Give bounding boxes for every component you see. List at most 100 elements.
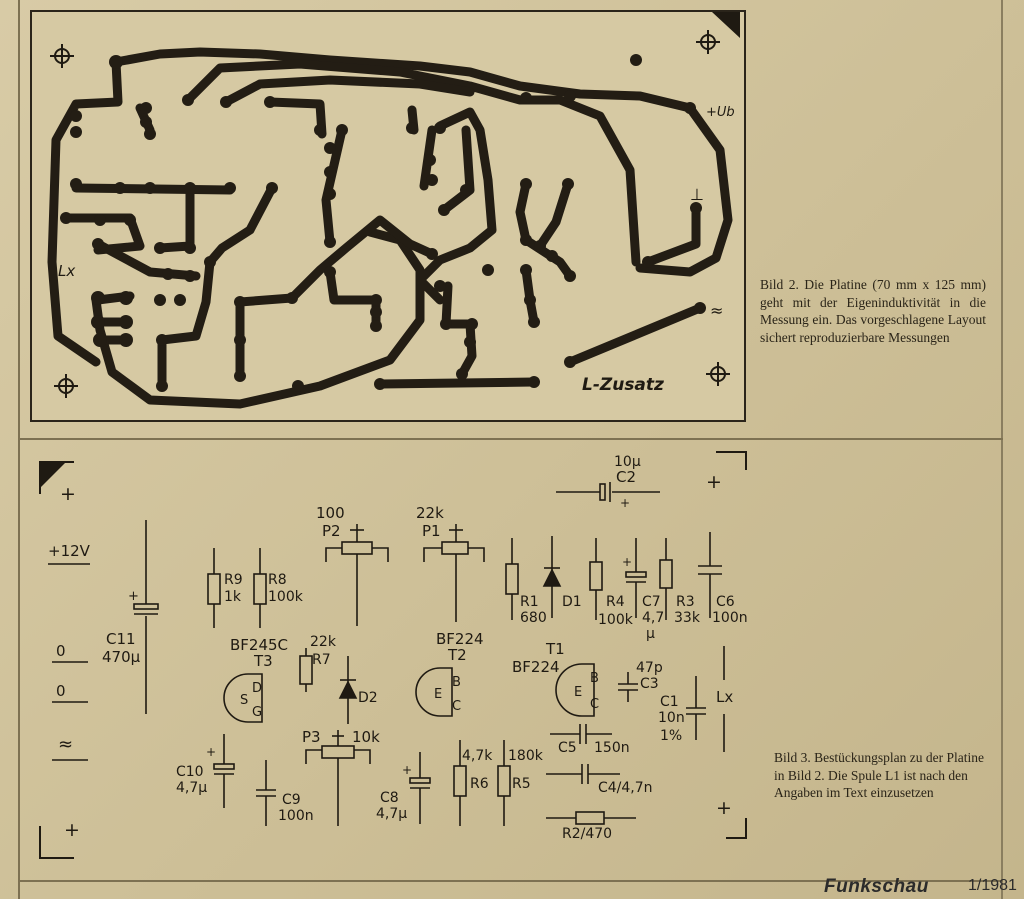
resistor-r9 [207, 548, 221, 628]
terminal-plus-bottom: + [64, 819, 80, 841]
terminal-plus-right-top: + [706, 471, 722, 493]
svg-text:S: S [240, 693, 248, 708]
c5-name: C5 [558, 740, 577, 756]
c8-name: C8 [380, 790, 399, 806]
r2-label: R2/470 [562, 826, 612, 842]
capacitor-c8 [409, 752, 431, 824]
capacitor-c1 [686, 676, 706, 740]
resistor-r3 [659, 538, 673, 620]
svg-text:C: C [452, 699, 461, 714]
page-rule-right [1001, 0, 1003, 899]
p1-value: 22k [416, 504, 444, 522]
svg-text:G: G [252, 705, 262, 720]
resistor-r8 [253, 548, 267, 628]
t2-name: T2 [447, 646, 467, 664]
r3-value: 33k [674, 610, 701, 626]
c4-label: C4/4,7n [598, 780, 653, 796]
r4-name: R4 [606, 594, 625, 610]
capacitor-c11 [133, 520, 159, 714]
svg-text:D: D [252, 681, 262, 696]
transistor-t1: E B C [555, 663, 599, 717]
issue-number: 1/1981 [968, 877, 1017, 894]
c1-tolerance: 1% [660, 728, 682, 744]
p3-value: 10k [352, 728, 380, 746]
figure-divider [18, 438, 1003, 440]
r5-name: R5 [512, 776, 531, 792]
c7-value: 4,7 [642, 610, 664, 626]
diode-d1 [542, 536, 562, 618]
r8-value: 100k [268, 589, 304, 605]
c7-name: C7 [642, 594, 661, 610]
t1-name: T1 [545, 640, 565, 658]
c1-name: C1 [660, 694, 679, 710]
terminal-plus-right-bottom: + [716, 797, 732, 819]
capacitor-c9 [256, 760, 276, 826]
mounting-hole-icon [50, 30, 730, 398]
capacitor-c2 [556, 482, 660, 502]
solder-pads [60, 54, 706, 392]
transistor-t2: E B C [415, 667, 461, 717]
r6-value: 4,7k [462, 748, 493, 764]
resistor-r4 [589, 538, 603, 620]
capacitor-c5 [550, 724, 612, 744]
potentiometer-p1 [423, 524, 485, 622]
c7-unit: µ [646, 626, 655, 642]
capacitor-c6 [698, 532, 722, 618]
resistor-r2 [546, 811, 636, 825]
c11-name: C11 [106, 630, 136, 648]
svg-text:E: E [434, 687, 442, 702]
t3-name: T3 [253, 652, 273, 670]
capacitor-c4 [546, 764, 620, 784]
pcb-label-supply: +Ub [706, 105, 735, 120]
terminal-ac: ≈ [58, 734, 73, 755]
d1-name: D1 [562, 594, 582, 610]
r7-name: R7 [312, 652, 331, 668]
pcb-label-lx: Lx [58, 262, 75, 280]
c10-polarity: + [206, 745, 216, 759]
page-rule-left [18, 0, 20, 899]
c1-value: 10n [658, 710, 685, 726]
c10-name: C10 [176, 764, 204, 780]
t1-type: BF224 [512, 658, 560, 676]
c5-value: 150n [594, 740, 630, 756]
resistor-r6 [453, 740, 467, 826]
r7-value: 22k [310, 634, 337, 650]
c3-value: 47p [636, 660, 663, 676]
figure-3-caption: Bild 3. Bestückungsplan zu der Platine i… [774, 750, 984, 800]
capacitor-c10 [213, 734, 235, 808]
p2-name: P2 [322, 522, 341, 540]
corner-mark [712, 12, 740, 38]
p2-value: 100 [316, 504, 345, 522]
c2-name: C2 [616, 468, 636, 486]
c3-name: C3 [640, 676, 659, 692]
r9-value: 1k [224, 589, 242, 605]
figure-2-caption: Bild 2. Die Platine (70 mm x 125 mm) geh… [760, 277, 986, 345]
terminal-12v: +12V [48, 542, 91, 560]
c10-value: 4,7µ [176, 780, 207, 796]
resistor-r5 [497, 740, 511, 826]
c8-value: 4,7µ [376, 806, 407, 822]
terminal-zero-1: 0 [56, 642, 66, 660]
p1-name: P1 [422, 522, 441, 540]
resistor-r7 [299, 648, 313, 692]
pcb-label-ground: ⊥ [690, 185, 704, 204]
magazine-brand: Funkschau [824, 876, 929, 897]
p3-name: P3 [302, 728, 321, 746]
r9-name: R9 [224, 572, 243, 588]
c2-polarity: + [620, 496, 630, 510]
pcb-title: L-Zusatz [582, 375, 664, 395]
svg-text:B: B [590, 671, 599, 686]
potentiometer-p3 [305, 730, 371, 826]
r8-name: R8 [268, 572, 287, 588]
capacitor-c7 [625, 538, 647, 618]
c2-value: 10µ [614, 454, 641, 470]
c7-polarity: + [622, 555, 632, 569]
capacitor-c3 [618, 672, 638, 702]
svg-text:E: E [574, 685, 582, 700]
c6-name: C6 [716, 594, 735, 610]
c8-polarity: + [402, 763, 412, 777]
